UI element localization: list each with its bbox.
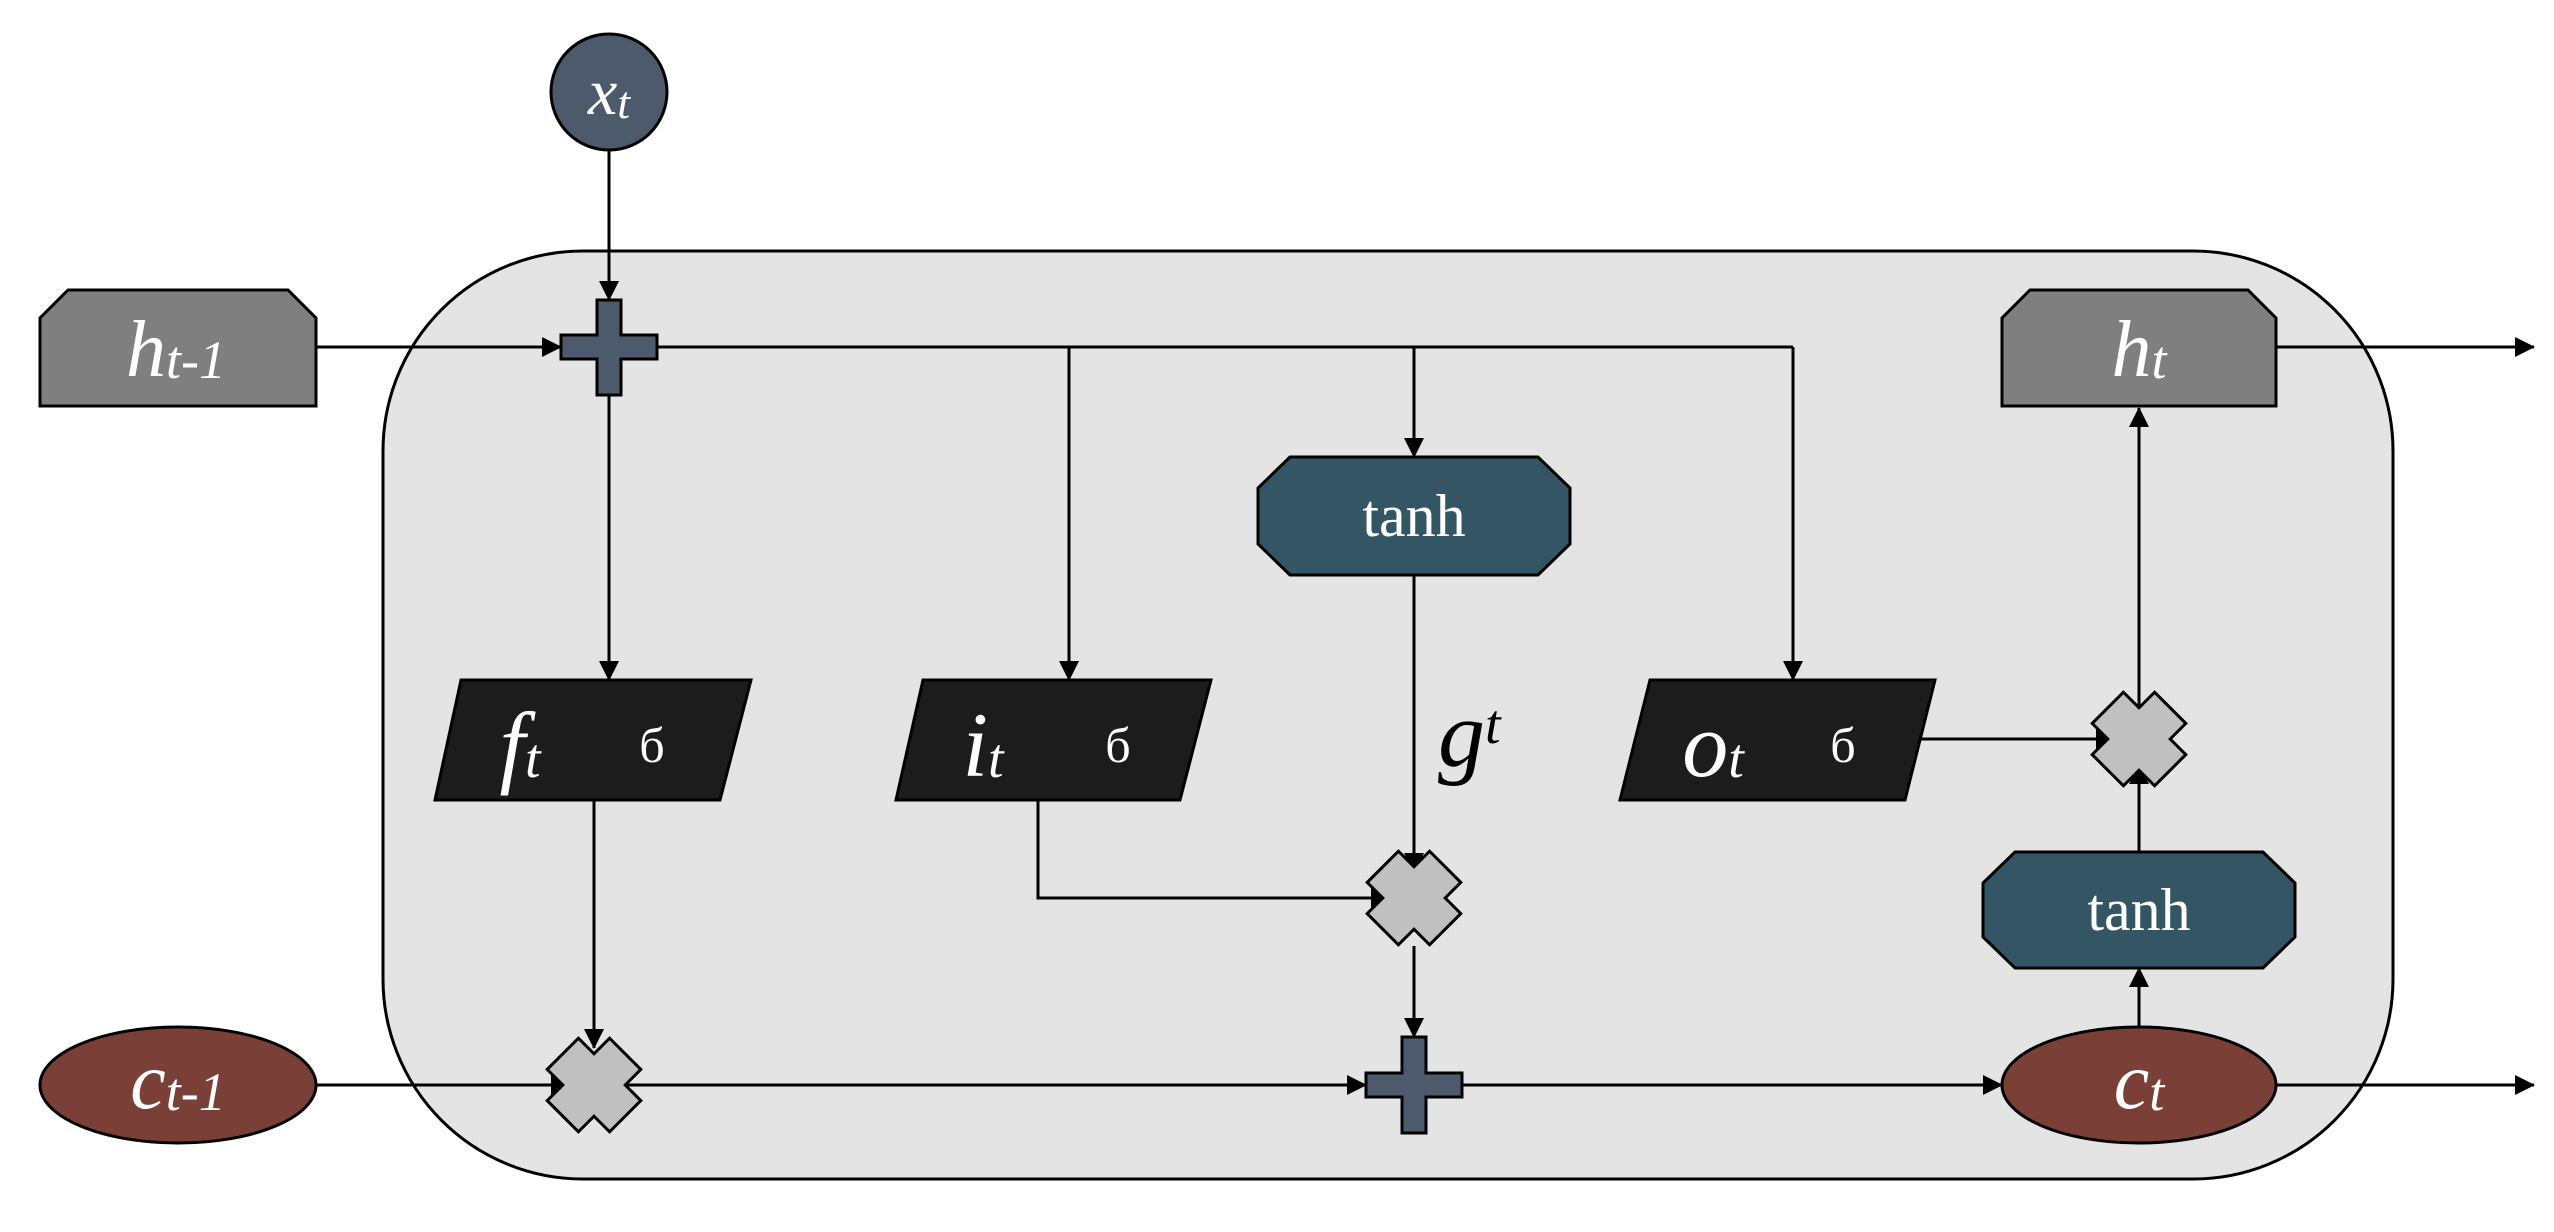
svg-text:ot: ot: [1682, 694, 1745, 796]
gt-label: gt: [1438, 683, 1502, 787]
connections: [316, 150, 2535, 1095]
input-xt-node: xt: [549, 32, 669, 152]
hidden-prev-box: ht-1: [38, 288, 318, 408]
gt-base: g: [1438, 683, 1485, 787]
svg-text:ct-1: ct-1: [130, 1038, 226, 1126]
cell-tanh-box: tanh: [1981, 850, 2297, 970]
forget-activation: б: [639, 717, 664, 773]
output-gate: ot б: [1618, 678, 1937, 802]
svg-text:ht-1: ht-1: [126, 306, 226, 394]
edge-input-to-mult: [1036, 800, 1391, 908]
cell-out-ellipse: ct: [2000, 1025, 2278, 1145]
svg-text:it: it: [962, 694, 1005, 796]
candidate-tanh-box: tanh: [1256, 455, 1572, 577]
cprev-base: c: [130, 1038, 166, 1126]
hprev-sub: t-1: [166, 330, 226, 390]
forget-sub: t: [525, 728, 542, 790]
input-base: i: [962, 694, 988, 796]
cprev-sub: t-1: [166, 1062, 226, 1122]
forget-gate: ft б: [433, 678, 753, 802]
input-gate: it б: [894, 678, 1213, 802]
output-sub: t: [1728, 728, 1745, 790]
ct-sub: t: [2149, 1062, 2166, 1122]
xt-base: x: [587, 56, 617, 129]
ht-sub: t: [2151, 330, 2168, 390]
ct-base: c: [2114, 1038, 2150, 1126]
svg-text:xt: xt: [587, 56, 631, 129]
cell-add-plus-op: [1364, 1035, 1464, 1135]
forget-mult-op: [545, 1036, 643, 1134]
output-mult-op: [2090, 690, 2188, 788]
concat-plus-op: [559, 298, 659, 397]
hidden-out-box: ht: [2000, 288, 2278, 408]
input-mult-op: [1365, 849, 1463, 947]
cell-prev-ellipse: ct-1: [38, 1025, 318, 1145]
xt-sub: t: [617, 77, 631, 128]
candidate-tanh-label: tanh: [1362, 483, 1465, 549]
ht-base: h: [2111, 306, 2151, 394]
lstm-cell-boundary: [381, 249, 2395, 1181]
svg-text:ct: ct: [2114, 1038, 2167, 1126]
output-base: o: [1682, 694, 1728, 796]
cell-tanh-label: tanh: [2087, 877, 2190, 943]
input-activation: б: [1105, 717, 1130, 773]
hprev-base: h: [126, 306, 166, 394]
svg-text:ht: ht: [2111, 306, 2168, 394]
input-sub: t: [988, 728, 1005, 790]
gt-sub: t: [1485, 694, 1502, 756]
output-activation: б: [1830, 717, 1855, 773]
svg-text:ft: ft: [499, 694, 542, 796]
